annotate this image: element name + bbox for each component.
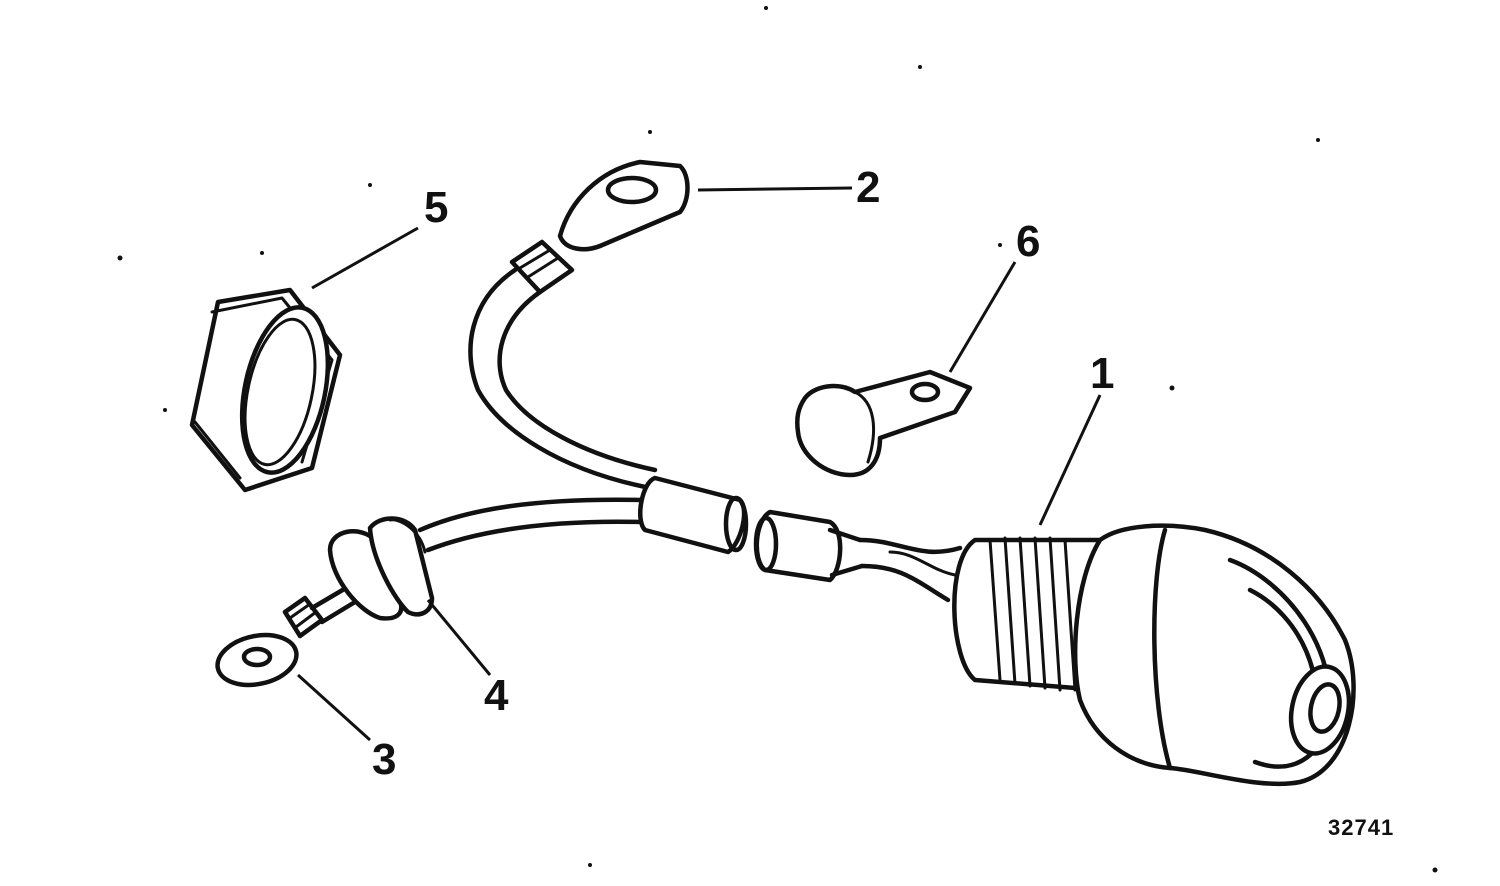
callout-4: 4 [484,671,509,720]
callout-1: 1 [1090,349,1115,398]
callout-5: 5 [424,183,449,232]
leader-line-4 [426,599,492,676]
callout-6: 6 [1016,217,1041,266]
upper-lead-wire [468,267,658,491]
lower-lead-wire [417,497,643,553]
callout-2: 2 [856,163,881,212]
hex-nut-part-5 [189,287,343,493]
clamp-part-6 [795,369,973,478]
leader-line-2 [697,186,853,192]
sleeve-left [638,475,749,555]
ring-terminal-part-3 [215,565,391,688]
callout-3: 3 [372,735,397,784]
specks [117,6,1438,873]
leader-line-6 [948,261,1017,373]
sleeve-right [753,509,865,583]
figure-id: 32741 [1328,815,1395,840]
wires-to-diode [857,537,963,603]
leader-line-5 [311,226,419,290]
leader-line-1 [1038,394,1102,526]
ring-terminal-part-2 [509,159,690,295]
grommet-part-4 [327,516,435,621]
leader-line-3 [296,673,372,742]
diode-part-1 [952,523,1356,787]
